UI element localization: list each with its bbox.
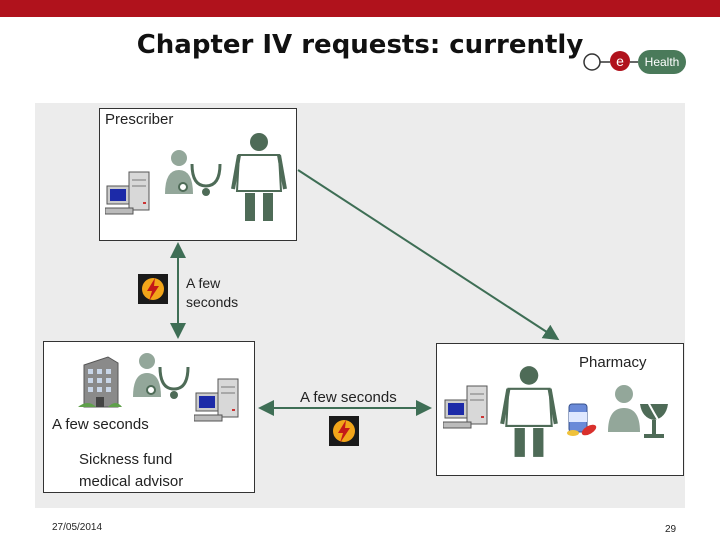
vertical-timing-line2: seconds (186, 294, 239, 310)
doctor-icon (162, 146, 224, 206)
horizontal-timing-label: A few seconds (300, 389, 397, 406)
svg-text:e: e (616, 53, 624, 69)
lightning-icon (329, 416, 359, 446)
page-title: Chapter IV requests: currently (136, 30, 584, 60)
vertical-timing-line1: A few (186, 275, 221, 291)
ehealth-logo: e Health (583, 50, 686, 74)
prescriber-label: Prescriber (105, 111, 174, 128)
top-bar (0, 0, 720, 17)
building-icon (78, 356, 122, 408)
lightning-icon (138, 274, 168, 304)
footer-date: 27/05/2014 (52, 522, 103, 533)
pharmacist-icon (606, 380, 672, 442)
sickness-fund-label-line1: Sickness fund (79, 451, 173, 468)
physician-icon (231, 129, 287, 224)
medicine-icon (567, 403, 597, 436)
page-number: 29 (665, 524, 677, 535)
computer-icon (443, 385, 488, 429)
sickness-fund-label: Sickness fund medical advisor (79, 449, 183, 493)
physician-icon (500, 362, 558, 460)
left-timing-label: A few seconds (52, 416, 149, 433)
svg-text:Health: Health (645, 55, 680, 69)
pharmacy-label: Pharmacy (579, 354, 647, 371)
doctor-icon (130, 349, 192, 409)
computer-icon (105, 171, 150, 215)
computer-icon (194, 378, 239, 422)
vertical-timing-label: A few seconds (186, 274, 238, 312)
sickness-fund-label-line2: medical advisor (79, 473, 184, 490)
